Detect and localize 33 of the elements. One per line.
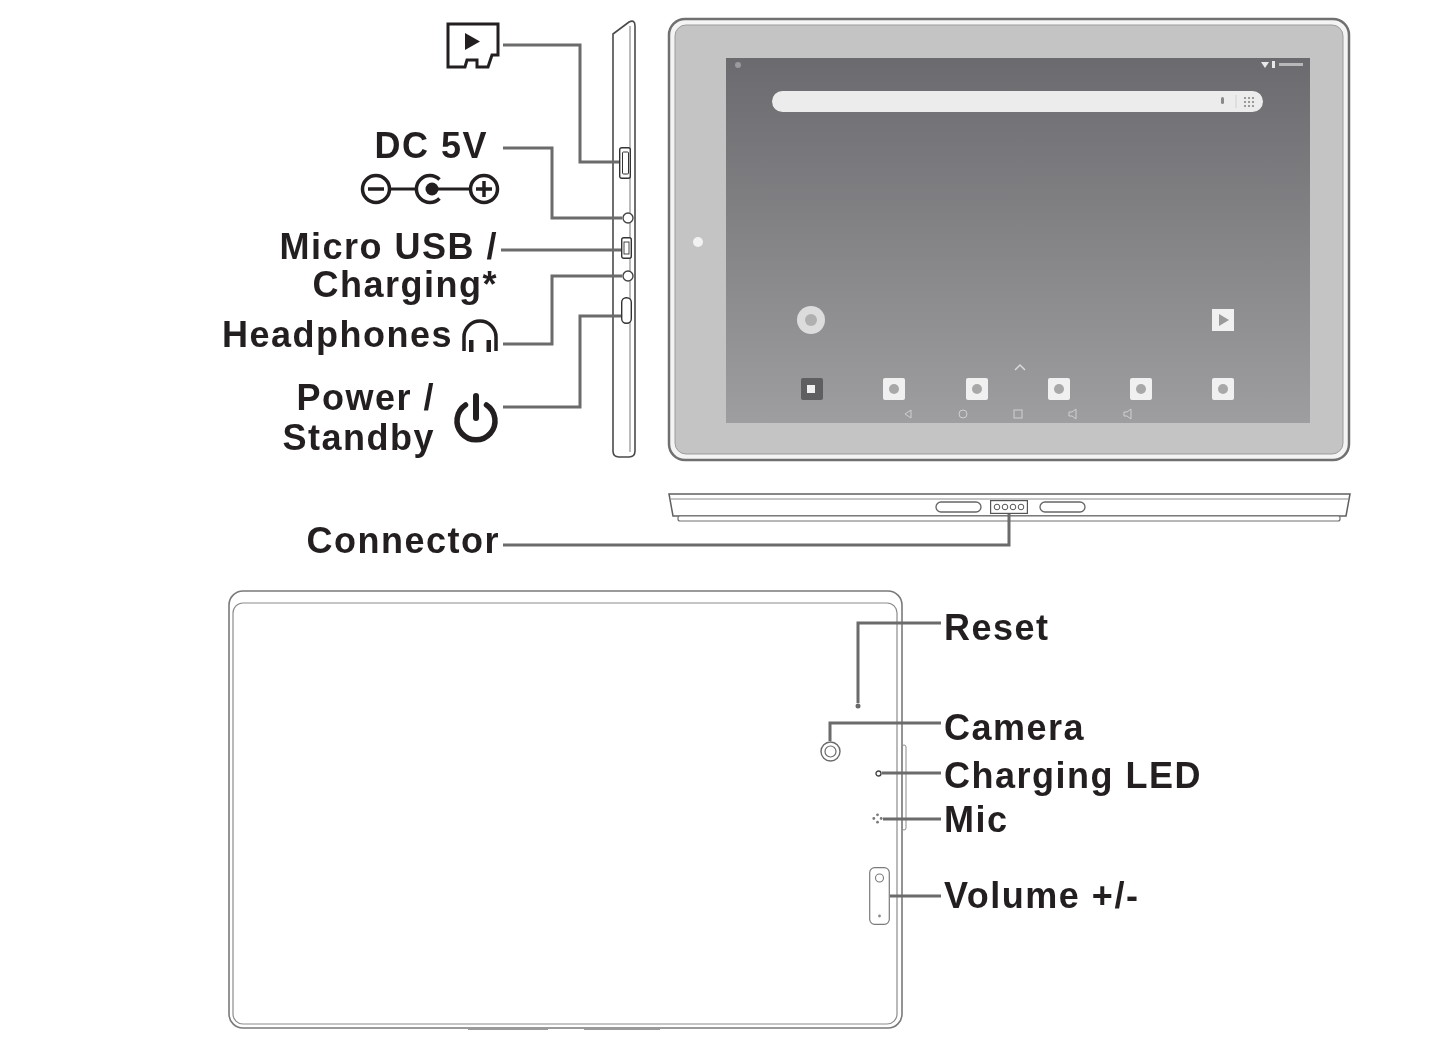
microsd-card-icon xyxy=(446,22,500,70)
callout-label: Mic xyxy=(944,802,1009,838)
microsd-slot xyxy=(619,147,631,179)
volume-button xyxy=(869,867,890,925)
leader-line xyxy=(890,894,941,898)
callout-label: Micro USB / Charging* xyxy=(277,228,498,304)
leader-line xyxy=(883,817,941,821)
callout-label: Camera xyxy=(944,710,1086,746)
leader-line xyxy=(503,314,621,409)
callout-label: Charging LED xyxy=(944,758,1202,794)
leader-line xyxy=(882,771,941,775)
reset-hole xyxy=(855,703,861,709)
callout-label: Power / Standby xyxy=(281,378,435,458)
leader-line xyxy=(501,248,621,252)
camera-lens xyxy=(820,741,841,762)
headphone-jack xyxy=(622,270,634,282)
usb-port xyxy=(621,237,632,259)
callout-label: Connector xyxy=(306,523,500,559)
leader-line xyxy=(856,621,941,703)
callout-label: DC 5V xyxy=(374,128,488,164)
charging-led xyxy=(875,770,882,777)
connector-pins xyxy=(990,500,1028,514)
leader-line xyxy=(503,146,622,220)
callout-label: Headphones xyxy=(221,317,453,353)
leader-line xyxy=(503,514,1011,547)
callout-label: Reset xyxy=(944,610,1050,646)
dc-jack xyxy=(622,212,634,224)
callout-label: Volume +/- xyxy=(944,878,1140,914)
leader-line xyxy=(503,274,622,346)
leader-line xyxy=(828,721,941,741)
leader-line xyxy=(503,43,619,164)
mic-hole xyxy=(872,813,883,824)
power-button xyxy=(621,297,632,324)
